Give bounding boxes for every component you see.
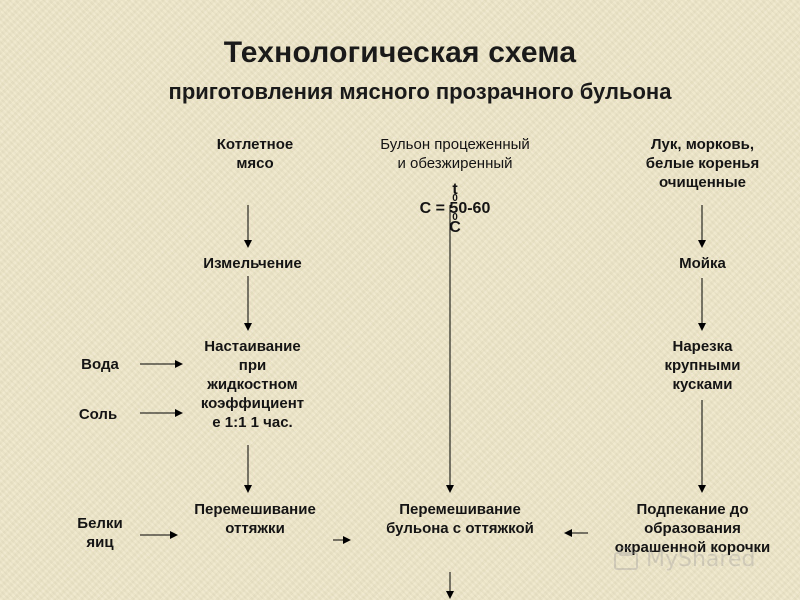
node-salt: Соль [78, 406, 118, 423]
node-baking-line-1: Подпекание до [636, 501, 749, 518]
node-mixing-broth-line-2: бульона с оттяжкой [386, 520, 534, 537]
node-infusing-line-1: Настаивание [204, 338, 301, 355]
node-cutlet-meat-line-2: мясо [236, 155, 274, 172]
node-cutlet-meat: Котлетное мясо [185, 135, 325, 173]
node-strained-broth-line-2: и обезжиренный [397, 155, 513, 172]
node-egg-whites: Белки яиц [60, 514, 140, 552]
node-mixing-stretch-line-2: оттяжки [225, 520, 285, 537]
temperature-middle: C = 50-60 [419, 200, 491, 217]
node-cutting: Нарезка крупными кусками [620, 337, 785, 394]
node-grinding: Измельчение [203, 255, 302, 272]
node-baking: Подпекание до образования окрашенной кор… [590, 500, 795, 557]
temperature-suffix: C [449, 219, 461, 236]
node-infusing-line-4: коэффициент [200, 395, 305, 412]
node-baking-line-3: окрашенной корочки [614, 539, 771, 556]
node-infusing-line-3: жидкостном [207, 376, 298, 393]
node-vegetables-line-1: Лук, морковь, [650, 136, 754, 153]
node-water: Вода [81, 356, 119, 373]
node-mixing-broth: Перемешивание бульона с оттяжкой [355, 500, 565, 538]
node-vegetables: Лук, морковь, белые коренья очищенные [610, 135, 795, 192]
page-subtitle: приготовления мясного прозрачного бульон… [168, 79, 672, 104]
node-cutting-line-1: Нарезка [672, 338, 733, 355]
node-vegetables-line-2: белые коренья [645, 155, 760, 172]
page-title: Технологическая схема [223, 36, 577, 69]
node-mixing-broth-line-1: Перемешивание [399, 501, 521, 518]
temperature-prefix: t [452, 181, 458, 198]
watermark-icon [614, 547, 638, 570]
node-washing: Мойка [679, 255, 726, 272]
node-infusing-line-2: при [238, 357, 267, 374]
node-vegetables-line-3: очищенные [659, 174, 746, 191]
node-mixing-stretch-line-1: Перемешивание [194, 501, 316, 518]
node-strained-broth: Бульон процеженный и обезжиренный [340, 135, 570, 173]
node-cutting-line-2: крупными [664, 357, 741, 374]
node-egg-whites-line-2: яиц [86, 534, 114, 551]
node-baking-line-2: образования [644, 520, 741, 537]
watermark-text: MyShared [646, 547, 756, 572]
node-infusing: Настаивание при жидкостном коэффициент е… [170, 337, 335, 432]
node-cutlet-meat-line-1: Котлетное [216, 136, 294, 153]
node-infusing-line-5: е 1:1 1 час. [212, 414, 293, 431]
node-egg-whites-line-1: Белки [77, 515, 123, 532]
node-mixing-stretch: Перемешивание оттяжки [170, 500, 340, 538]
watermark-logo: MyShared [612, 545, 772, 575]
node-cutting-line-3: кусками [672, 376, 733, 393]
node-strained-broth-line-1: Бульон процеженный [380, 136, 530, 153]
